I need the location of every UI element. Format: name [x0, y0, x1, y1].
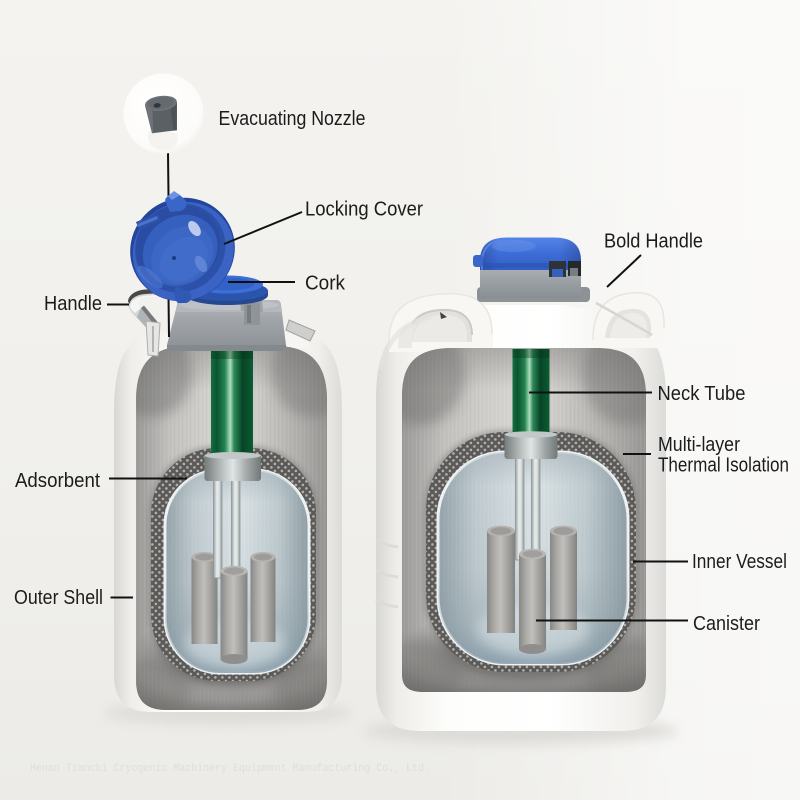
svg-text:Locking Cover: Locking Cover: [305, 198, 423, 221]
svg-text:Outer Shell: Outer Shell: [14, 586, 103, 609]
svg-text:Neck Tube: Neck Tube: [658, 382, 746, 405]
svg-text:Adsorbent: Adsorbent: [15, 469, 100, 492]
svg-text:Canister: Canister: [693, 612, 760, 635]
svg-text:Inner Vessel: Inner Vessel: [692, 550, 787, 573]
svg-text:Cork: Cork: [305, 272, 346, 295]
svg-text:Evacuating Nozzle: Evacuating Nozzle: [219, 107, 366, 130]
svg-text:Thermal Isolation: Thermal Isolation: [658, 454, 789, 477]
svg-text:Handle: Handle: [44, 292, 102, 315]
svg-text:Bold Handle: Bold Handle: [604, 230, 703, 253]
svg-text:Henan Tianchi Cryogenic Machin: Henan Tianchi Cryogenic Machinery Equipm…: [30, 763, 430, 775]
svg-text:Multi-layer: Multi-layer: [658, 433, 740, 456]
